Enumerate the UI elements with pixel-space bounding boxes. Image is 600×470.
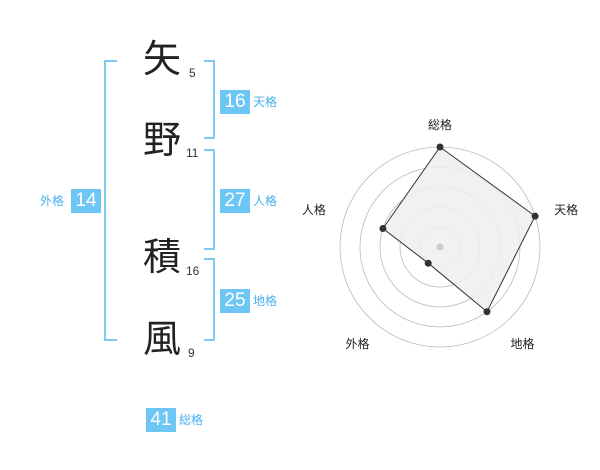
tenkaku-label: 天格 <box>253 95 278 109</box>
soukaku-label: 総格 <box>179 413 204 427</box>
radar-point-5 <box>379 225 387 232</box>
name-char-3: 積 <box>143 235 182 279</box>
radar-point-2 <box>531 212 539 220</box>
jinkaku-bracket <box>204 149 215 250</box>
soukaku-value-badge: 41 <box>146 408 176 432</box>
radar-axis-label: 地格 <box>511 336 535 351</box>
tenkaku-bracket <box>204 60 215 139</box>
radar-axis-label: 総格 <box>428 117 452 132</box>
radar-axis-label: 外格 <box>345 336 369 351</box>
gaikaku-label: 外格 <box>40 194 65 208</box>
name-char-2: 野 <box>143 118 182 162</box>
stroke-count-4: 9 <box>188 346 195 360</box>
stroke-count-2: 11 <box>186 146 199 160</box>
radar-polygon <box>382 146 536 313</box>
radar-point-3 <box>483 308 491 316</box>
stroke-count-3: 16 <box>186 264 200 278</box>
jinkaku-label: 人格 <box>253 194 278 208</box>
radar-center-dot <box>436 243 444 251</box>
radar-axis-label: 人格 <box>302 202 326 217</box>
chikaku-label: 地格 <box>253 294 278 308</box>
name-char-4: 風 <box>143 317 182 361</box>
gaikaku-bracket <box>104 60 117 341</box>
radar-axis-label: 天格 <box>554 202 578 217</box>
chikaku-value-badge: 25 <box>220 289 250 313</box>
radar-point-4 <box>424 259 432 267</box>
gaikaku-value-badge: 14 <box>71 189 101 213</box>
radar-point-1 <box>436 143 444 151</box>
stroke-count-1: 5 <box>189 66 196 80</box>
name-char-1: 矢 <box>143 37 182 81</box>
jinkaku-value-badge: 27 <box>220 189 250 213</box>
chikaku-bracket <box>204 258 215 341</box>
tenkaku-value-badge: 16 <box>220 90 250 114</box>
